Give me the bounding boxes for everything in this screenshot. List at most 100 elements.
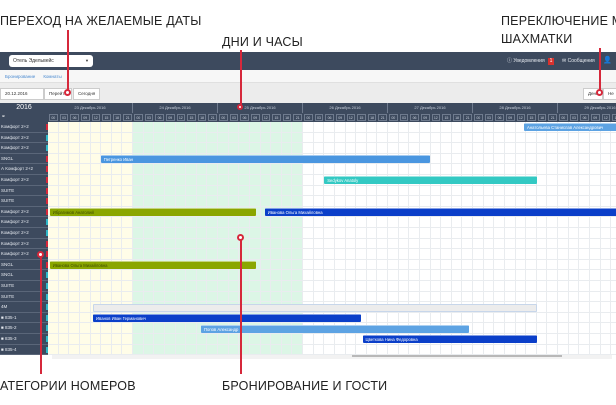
grid-cell[interactable]: [504, 132, 516, 144]
grid-cell[interactable]: [366, 217, 378, 228]
grid-cell[interactable]: [239, 143, 250, 154]
grid-cell[interactable]: [324, 164, 335, 175]
grid-cell[interactable]: [579, 312, 590, 324]
grid-cell[interactable]: [196, 132, 208, 144]
grid-cell[interactable]: [558, 132, 569, 144]
grid-cell[interactable]: [494, 312, 505, 324]
grid-cell[interactable]: [611, 228, 616, 239]
grid-cell[interactable]: [313, 281, 325, 292]
grid-cell[interactable]: [292, 132, 303, 144]
grid-cell[interactable]: [494, 291, 505, 303]
grid-cell[interactable]: [281, 344, 293, 356]
grid-cell[interactable]: [281, 217, 293, 228]
grid-cell[interactable]: [430, 249, 442, 260]
grid-cell[interactable]: [462, 153, 473, 165]
grid-cell[interactable]: [271, 334, 282, 345]
grid-cell[interactable]: [611, 281, 616, 292]
grid-cell[interactable]: [568, 334, 580, 345]
grid-cell[interactable]: [515, 153, 527, 165]
grid-cell[interactable]: [239, 334, 250, 345]
grid-cell[interactable]: [334, 164, 346, 175]
grid-cell[interactable]: [356, 217, 367, 228]
grid-cell[interactable]: [462, 281, 473, 292]
grid-cell[interactable]: [69, 143, 80, 154]
grid-cell[interactable]: [313, 122, 325, 133]
grid-cell[interactable]: [600, 323, 612, 334]
grid-cell[interactable]: [58, 185, 70, 197]
grid-cell[interactable]: [356, 122, 367, 133]
grid-cell[interactable]: [547, 302, 558, 313]
grid-cell[interactable]: [48, 323, 59, 334]
grid-cell[interactable]: [568, 217, 580, 228]
grid-cell[interactable]: [239, 196, 250, 207]
grid-cell[interactable]: [600, 185, 612, 197]
grid-cell[interactable]: [218, 122, 229, 133]
grid-cell[interactable]: [388, 291, 399, 303]
grid-cell[interactable]: [260, 270, 272, 281]
grid-cell[interactable]: [260, 259, 272, 271]
grid-cell[interactable]: [249, 270, 261, 281]
grid-cell[interactable]: [79, 143, 91, 154]
grid-cell[interactable]: [494, 228, 505, 239]
grid-cell[interactable]: [515, 217, 527, 228]
grid-cell[interactable]: [409, 122, 420, 133]
grid-cell[interactable]: [90, 291, 102, 303]
grid-cell[interactable]: [281, 259, 293, 271]
grid-cell[interactable]: [483, 323, 495, 334]
grid-cell[interactable]: [48, 122, 59, 133]
grid-cell[interactable]: [536, 228, 548, 239]
grid-cell[interactable]: [547, 143, 558, 154]
grid-cell[interactable]: [611, 143, 616, 154]
grid-cell[interactable]: [122, 217, 133, 228]
grid-cell[interactable]: [303, 132, 314, 144]
grid-cell[interactable]: [175, 185, 187, 197]
grid-cell[interactable]: [207, 270, 218, 281]
grid-cell[interactable]: [58, 312, 70, 324]
grid-cell[interactable]: [526, 259, 537, 271]
grid-cell[interactable]: [154, 185, 165, 197]
grid-cell[interactable]: [589, 238, 601, 250]
grid-cell[interactable]: [388, 259, 399, 271]
grid-cell[interactable]: [186, 175, 197, 186]
grid-cell[interactable]: [589, 153, 601, 165]
grid-cell[interactable]: [589, 175, 601, 186]
grid-cell[interactable]: [419, 132, 431, 144]
grid-cell[interactable]: [313, 217, 325, 228]
grid-cell[interactable]: [154, 164, 165, 175]
grid-cell[interactable]: [536, 185, 548, 197]
grid-cell[interactable]: [186, 323, 197, 334]
grid-cell[interactable]: [579, 217, 590, 228]
grid-cell[interactable]: [79, 323, 91, 334]
grid-cell[interactable]: [377, 122, 388, 133]
grid-cell[interactable]: [398, 291, 410, 303]
grid-cell[interactable]: [600, 344, 612, 356]
grid-cell[interactable]: [133, 291, 144, 303]
grid-cell[interactable]: [568, 196, 580, 207]
grid-cell[interactable]: [175, 143, 187, 154]
grid-cell[interactable]: [122, 291, 133, 303]
grid-cell[interactable]: [69, 153, 80, 165]
grid-cell[interactable]: [600, 249, 612, 260]
grid-cell[interactable]: [558, 185, 569, 197]
grid-cell[interactable]: [111, 196, 123, 207]
grid-cell[interactable]: [558, 334, 569, 345]
grid-cell[interactable]: [228, 270, 240, 281]
breadcrumb-bookings[interactable]: Бронирование: [5, 74, 36, 79]
grid-cell[interactable]: [536, 281, 548, 292]
grid-cell[interactable]: [69, 122, 80, 133]
grid-cell[interactable]: [313, 143, 325, 154]
grid-cell[interactable]: [196, 143, 208, 154]
grid-cell[interactable]: [579, 153, 590, 165]
grid-cell[interactable]: [58, 153, 70, 165]
grid-cell[interactable]: [196, 281, 208, 292]
grid-cell[interactable]: [462, 291, 473, 303]
grid-cell[interactable]: [239, 281, 250, 292]
grid-cell[interactable]: [48, 334, 59, 345]
grid-cell[interactable]: [568, 164, 580, 175]
grid-cell[interactable]: [377, 291, 388, 303]
grid-cell[interactable]: [313, 196, 325, 207]
grid-cell[interactable]: [111, 175, 123, 186]
grid-cell[interactable]: [366, 259, 378, 271]
grid-cell[interactable]: [101, 164, 112, 175]
grid-cell[interactable]: [451, 153, 463, 165]
